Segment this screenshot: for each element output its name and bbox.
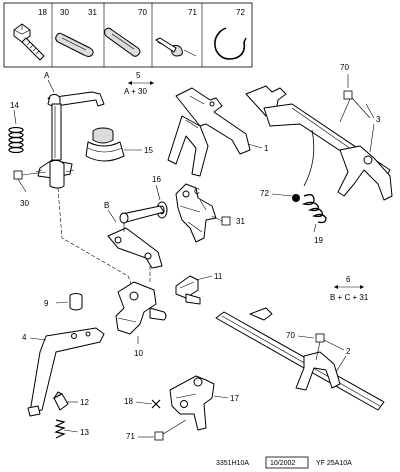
callout-30: 30	[20, 199, 29, 208]
spring-13	[54, 419, 66, 439]
fork-1	[167, 87, 251, 177]
callout-14: 14	[10, 101, 19, 110]
callout-4: 4	[22, 333, 27, 342]
callout-71: 71	[126, 432, 135, 441]
reference-box-70-lower	[315, 333, 325, 343]
formula-5-text: A + 30	[124, 87, 147, 96]
callout-11: 11	[214, 272, 223, 281]
reference-box-31-upper	[221, 216, 231, 226]
spring-19	[301, 194, 327, 224]
formula-6-number: 6	[346, 275, 351, 284]
lever-b	[107, 205, 165, 269]
dowel-pin-icon	[55, 32, 94, 57]
kit-label-71: 71	[188, 8, 197, 17]
ball-72	[292, 194, 300, 202]
callout-a: A	[44, 71, 50, 80]
bracket-c	[175, 183, 217, 243]
fork-3	[245, 85, 393, 201]
sleeve-9	[69, 293, 83, 311]
circlip-icon	[214, 27, 247, 60]
callout-9: 9	[44, 299, 49, 308]
bolt-icon	[13, 23, 45, 61]
formula-6: 6 B + C + 31	[330, 275, 369, 302]
lever-17	[169, 375, 215, 431]
callout-16: 16	[152, 175, 161, 184]
kit-label-31: 31	[88, 8, 97, 17]
formula-6-text: B + C + 31	[330, 293, 369, 302]
footer-date-box	[265, 456, 309, 469]
callout-1: 1	[264, 144, 269, 153]
reference-box-70-top	[343, 90, 353, 100]
footer-ref: 3351H10A	[216, 460, 249, 467]
bolt-marker-18	[151, 399, 161, 409]
callout-12: 12	[80, 398, 89, 407]
footer-code: YF 25A10A	[316, 460, 352, 467]
callout-2: 2	[346, 347, 351, 356]
finger-10	[115, 281, 167, 335]
formula-5: 5 A + 30	[124, 71, 154, 96]
kit-label-18: 18	[38, 8, 47, 17]
callout-17: 17	[230, 394, 239, 403]
callout-15: 15	[144, 146, 153, 155]
plunger-12	[52, 391, 69, 411]
callout-72: 72	[260, 189, 269, 198]
callout-13: 13	[80, 428, 89, 437]
boot-15	[85, 127, 125, 162]
callout-3: 3	[376, 115, 381, 124]
kit-label-30: 30	[60, 8, 69, 17]
callout-18: 18	[124, 397, 133, 406]
kit-strip: 18 30 31 70 71 72	[3, 2, 253, 68]
spring-14	[8, 126, 24, 154]
callout-31-upper: 31	[236, 217, 245, 226]
reference-box-71	[154, 431, 164, 441]
fork-2	[215, 307, 385, 411]
footer-date: 10/2002	[270, 460, 295, 467]
callout-70-top: 70	[340, 63, 349, 72]
selector-lever-a: A	[35, 71, 105, 189]
fork-lever-4	[27, 327, 105, 417]
footer: 3351H10A 10/2002 YF 25A10A	[216, 456, 352, 469]
callout-c: C	[194, 187, 200, 196]
reference-box-30	[13, 170, 23, 180]
callout-10: 10	[134, 349, 143, 358]
callout-70-lower: 70	[286, 331, 295, 340]
kit-label-70: 70	[138, 8, 147, 17]
formula-5-number: 5	[136, 71, 141, 80]
rivet-icon	[155, 37, 197, 57]
callout-19: 19	[314, 236, 323, 245]
roll-pin-icon	[104, 27, 141, 57]
callout-b: B	[104, 201, 109, 210]
kit-label-72: 72	[236, 8, 245, 17]
bracket-11	[175, 275, 201, 305]
